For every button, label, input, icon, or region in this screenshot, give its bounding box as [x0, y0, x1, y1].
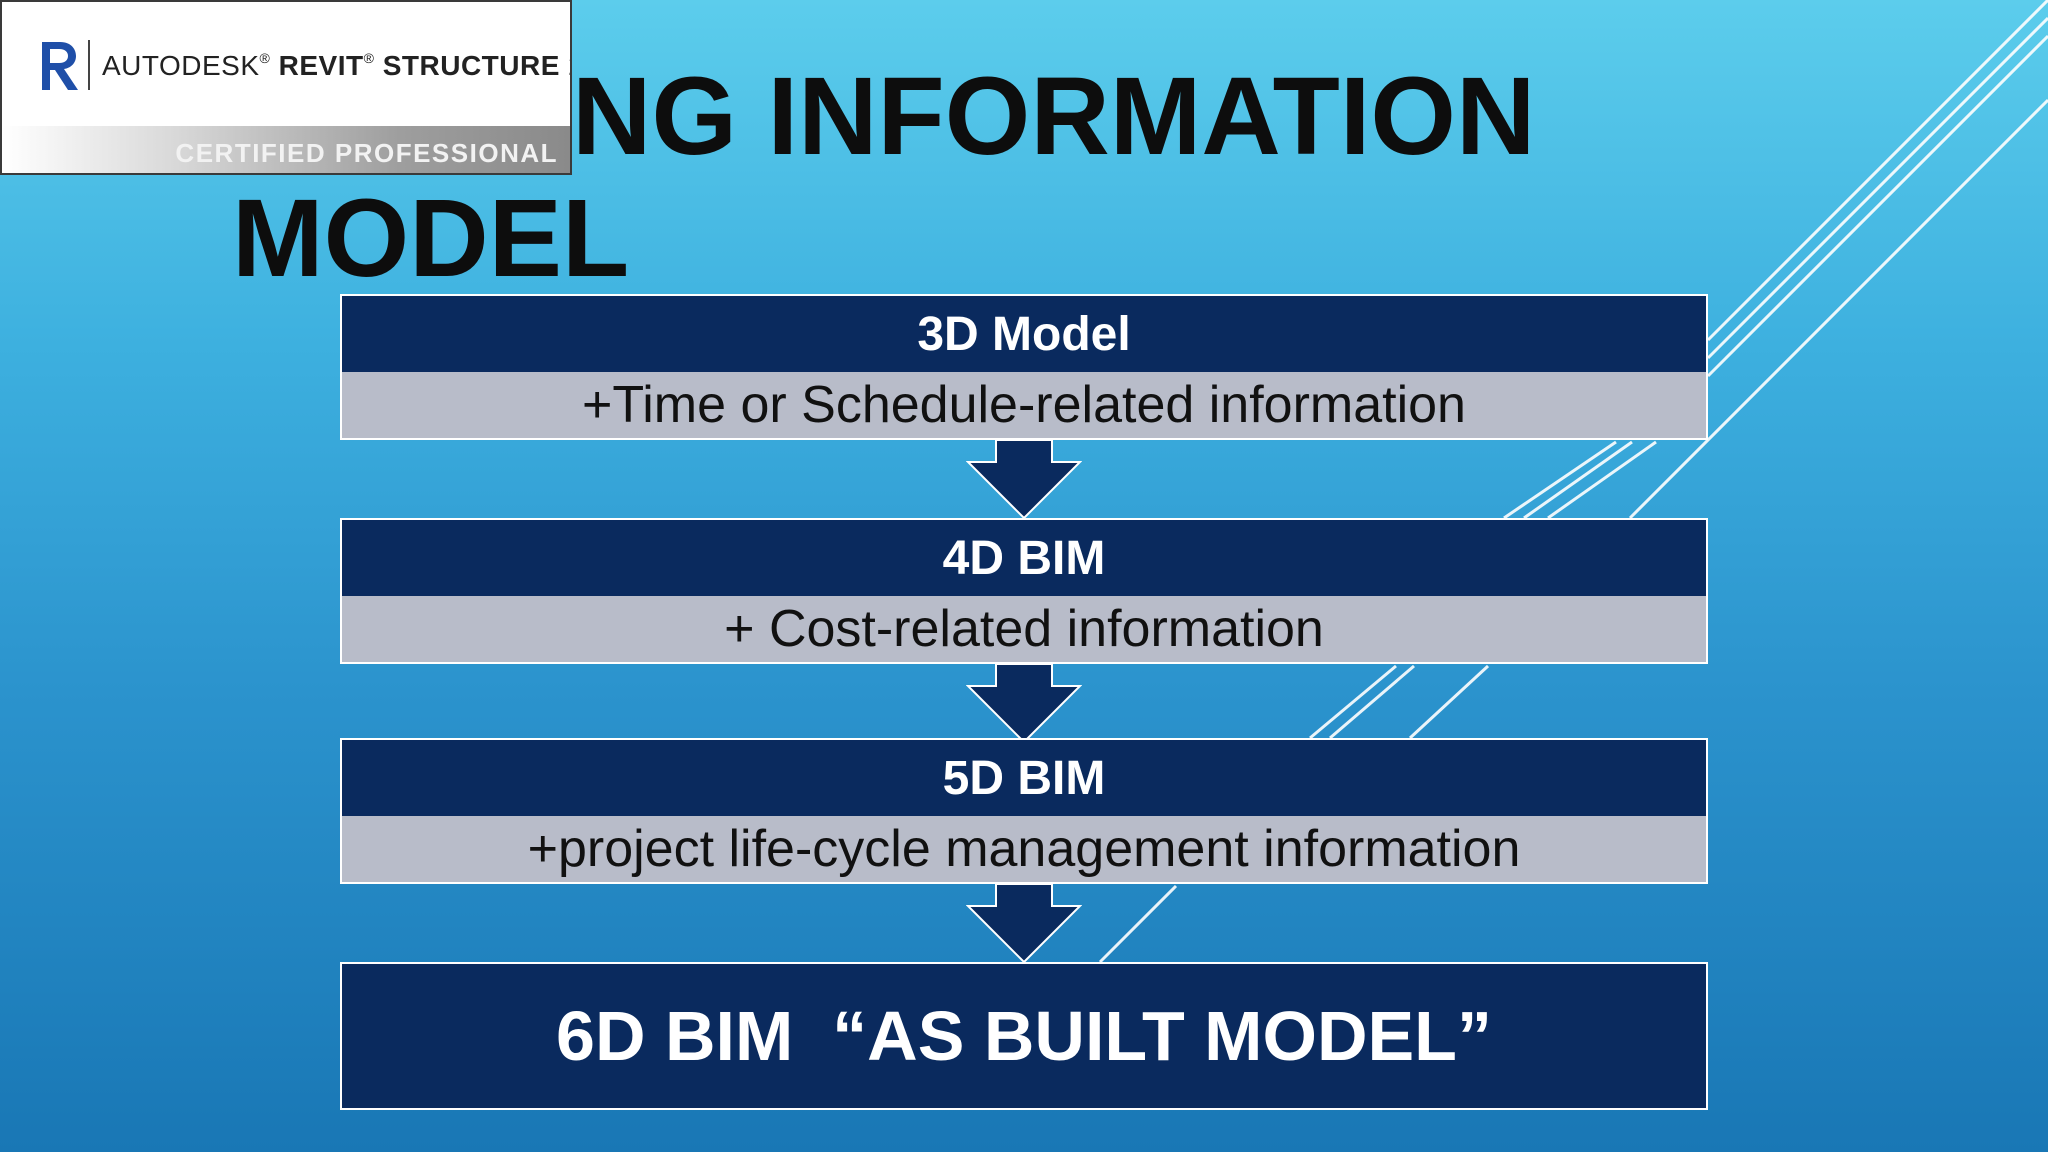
down-arrow-icon: [966, 664, 1082, 744]
logo-structure: STRUCTURE: [382, 50, 560, 81]
step-description: +Time or Schedule-related information: [342, 372, 1706, 438]
logo-year: 2015: [568, 50, 570, 81]
certification-logo: AUTODESK® REVIT® STRUCTURE 2015 CERTIFIE…: [0, 0, 572, 175]
logo-bottom-band: CERTIFIED PROFESSIONAL: [2, 126, 570, 173]
revit-r-icon: [42, 42, 78, 90]
logo-brand: AUTODESK: [102, 50, 260, 81]
step-box-6d-bim-as-built: 6D BIM “AS BUILT MODEL”: [340, 962, 1708, 1110]
logo-certified-text: CERTIFIED PROFESSIONAL: [175, 138, 558, 168]
down-arrow-icon: [966, 440, 1082, 520]
step-box-4d-bim: 4D BIM + Cost-related information: [340, 518, 1708, 664]
step-box-5d-bim: 5D BIM +project life-cycle management in…: [340, 738, 1708, 884]
down-arrow-icon: [966, 884, 1082, 964]
slide-title-line1: NG INFORMATION: [572, 55, 1536, 178]
step-heading: 3D Model: [342, 296, 1706, 372]
logo-product-name: AUTODESK® REVIT® STRUCTURE 2015: [102, 50, 570, 82]
slide-title-line2: MODEL: [232, 177, 630, 300]
step-heading: 4D BIM: [342, 520, 1706, 596]
logo-separator: [88, 40, 90, 90]
step-description: + Cost-related information: [342, 596, 1706, 662]
logo-revit: REVIT: [278, 50, 364, 81]
step-box-3d-model: 3D Model +Time or Schedule-related infor…: [340, 294, 1708, 440]
step-description: +project life-cycle management informati…: [342, 816, 1706, 882]
step-heading: 5D BIM: [342, 740, 1706, 816]
logo-top-panel: AUTODESK® REVIT® STRUCTURE 2015: [2, 2, 570, 126]
